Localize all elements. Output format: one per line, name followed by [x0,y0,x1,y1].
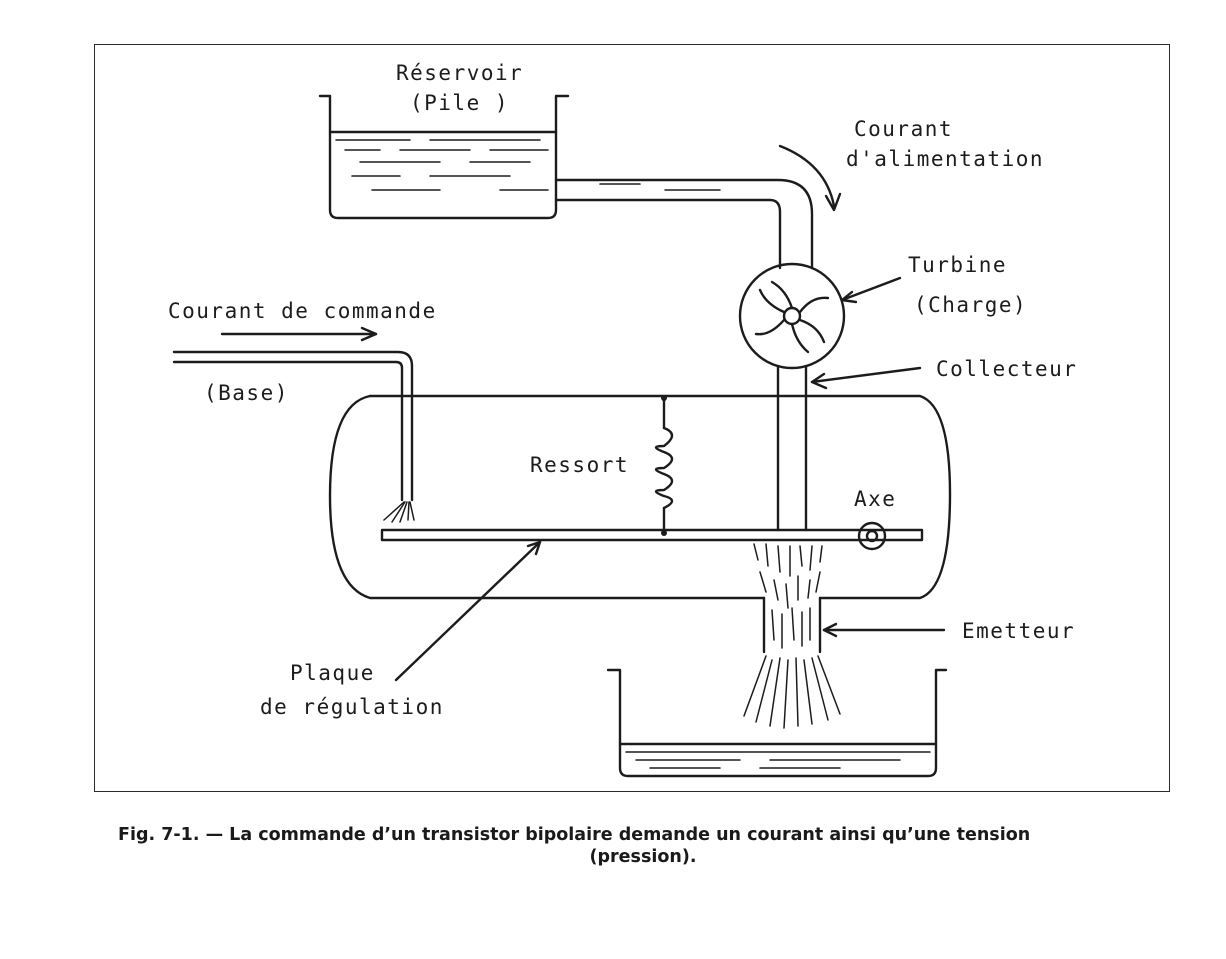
bottom-reservoir-water [625,751,931,769]
label-axe: Axe [854,487,896,511]
base-jet [383,501,415,523]
label-turbine: Turbine [908,253,1007,277]
emitter-flow [743,543,841,729]
label-charge: (Charge) [914,293,1027,317]
caption-line-1: Fig. 7-1. — La commande d’un transistor … [118,825,1031,845]
turbine [738,262,846,370]
label-pile: (Pile ) [410,91,509,115]
collector-pipe [776,364,808,532]
regulation-plate [380,528,924,542]
supply-pipe [554,178,814,270]
collector-pointer [810,366,922,390]
caption-line-2: (pression). [589,847,697,867]
label-ressort: Ressort [530,453,629,477]
emitter-pointer [822,622,946,638]
label-alimentation: d'alimentation [846,147,1044,171]
pivot-axis [857,521,887,551]
main-chamber [328,394,952,600]
spring [654,395,674,536]
turbine-pointer [840,276,902,304]
figure-caption: Fig. 7-1. — La commande d’un transistor … [118,824,1168,868]
bottom-reservoir [606,668,948,778]
label-collecteur: Collecteur [936,357,1077,381]
emitter-tube [762,596,822,654]
label-base: (Base) [204,381,289,405]
base-pipe [172,350,415,523]
top-reservoir [318,94,721,220]
label-courant: Courant [854,117,953,141]
plate-pointer [394,540,542,682]
label-courant-commande: Courant de commande [168,299,437,323]
label-de-regulation: de régulation [260,695,444,719]
command-current-arrow [220,326,378,342]
supply-current-arrow [778,144,842,212]
label-emetteur: Emetteur [962,619,1075,643]
top-reservoir-water [335,139,721,191]
label-plaque: Plaque [290,661,375,685]
diagram-frame [94,44,1170,792]
label-reservoir: Réservoir [396,61,523,85]
